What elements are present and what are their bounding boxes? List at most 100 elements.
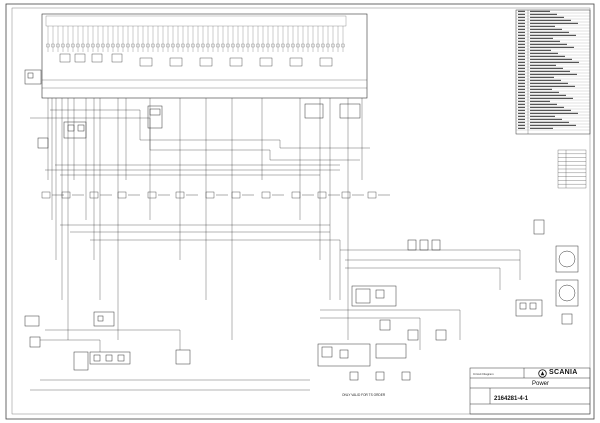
legend-row-code-mark: [518, 118, 525, 120]
legend-row-code-mark: [518, 49, 525, 51]
bank-pin-terminal: [221, 43, 225, 48]
bank-pin-terminal: [216, 43, 220, 48]
bank-pin-terminal: [161, 43, 165, 48]
legend-row-code-mark: [518, 19, 525, 21]
scania-logo: SCANIA: [538, 369, 590, 378]
legend-row-code-mark: [518, 61, 525, 63]
fuse-row: [41, 191, 390, 199]
legend-row-text-mark: [530, 16, 564, 18]
center-modules: [317, 239, 447, 381]
fuse-holder: [147, 191, 157, 199]
legend-row-code-mark: [518, 76, 525, 78]
legend-row-text-mark: [530, 91, 559, 93]
legend-row-text-mark: [530, 73, 577, 75]
bank-pin-terminal: [316, 43, 320, 48]
bank-pin-terminal: [46, 43, 50, 48]
fuse-holder: [117, 191, 127, 199]
lower-left-components: [24, 311, 191, 371]
bank-pin-terminal: [226, 43, 230, 48]
legend-row-text-mark: [530, 34, 576, 36]
bank-pin-terminal: [196, 43, 200, 48]
fuse-holder: [341, 191, 351, 199]
bank-pin-terminal: [116, 43, 120, 48]
bank-pin-terminal: [131, 43, 135, 48]
legend-row-code-mark: [518, 82, 525, 84]
bank-pin-terminal: [156, 43, 160, 48]
legend-row-text-mark: [530, 25, 555, 27]
legend-row-text-mark: [530, 43, 567, 45]
diagram-title: Power: [532, 381, 550, 387]
main-connector-bank: [41, 13, 368, 99]
legend-row-text-mark: [530, 31, 569, 33]
legend-row-code-mark: [518, 124, 525, 126]
revision-table: [557, 149, 587, 189]
fuse-holder: [231, 191, 241, 199]
bank-pin-terminal: [121, 43, 125, 48]
bank-pin-terminal: [181, 43, 185, 48]
vertical-wires: [47, 98, 363, 340]
legend-row-text-mark: [530, 58, 572, 60]
legend-row-text-mark: [530, 61, 579, 63]
bank-pin-terminal: [336, 43, 340, 48]
legend-row-code-mark: [518, 127, 525, 129]
bank-pin-terminal: [76, 43, 80, 48]
fuse-holder: [205, 191, 215, 199]
bank-pin-terminal: [326, 43, 330, 48]
brand-name: SCANIA: [549, 369, 578, 376]
legend-row-text-mark: [530, 100, 550, 102]
legend-row-text-mark: [530, 10, 550, 12]
legend-row-text-mark: [530, 124, 576, 126]
legend-row-code-mark: [518, 106, 525, 108]
fuse-holder: [367, 191, 377, 199]
legend-row-code-mark: [518, 85, 525, 87]
legend-row-text-mark: [530, 46, 574, 48]
legend-row-code-mark: [518, 16, 525, 18]
legend-row-code-mark: [518, 94, 525, 96]
legend-row-code-mark: [518, 10, 525, 12]
bank-pin-terminal: [71, 43, 75, 48]
legend-row-text-mark: [530, 13, 557, 15]
legend-row-code-mark: [518, 40, 525, 42]
legend-row-code-mark: [518, 28, 525, 30]
bank-pin-terminal: [126, 43, 130, 48]
legend-row-code-mark: [518, 31, 525, 33]
legend-row-code-mark: [518, 43, 525, 45]
legend-row-text-mark: [530, 64, 556, 66]
title-block-frame: [469, 367, 591, 415]
legend-row-code-mark: [518, 34, 525, 36]
legend-row-text-mark: [530, 109, 571, 111]
bank-pin-terminal: [276, 43, 280, 48]
legend-row-code-mark: [518, 37, 525, 39]
bank-pin-terminal: [61, 43, 65, 48]
diagram-type-label: Circuit Diagram: [473, 372, 494, 376]
legend-row-code-mark: [518, 103, 525, 105]
right-components: [515, 219, 579, 325]
bank-pin-terminal: [256, 43, 260, 48]
legend-row-text-mark: [530, 103, 557, 105]
bank-pin-terminal: [246, 43, 250, 48]
legend-row-text-mark: [530, 85, 575, 87]
bank-pin-terminal: [321, 43, 325, 48]
legend-row-text-mark: [530, 97, 573, 99]
legend-row-text-mark: [530, 82, 568, 84]
left-relay-blocks: [24, 69, 361, 149]
bank-pin-terminal: [261, 43, 265, 48]
legend-row-code-mark: [518, 115, 525, 117]
bank-pin-terminal: [201, 43, 205, 48]
bank-pin-terminal: [151, 43, 155, 48]
bank-pin-terminal: [341, 43, 345, 48]
bank-pin-terminal: [51, 43, 55, 48]
fuse-holder: [291, 191, 301, 199]
legend-row-text-mark: [530, 55, 565, 57]
bank-pin-terminal: [136, 43, 140, 48]
legend-row-text-mark: [530, 79, 561, 81]
bank-pin-terminal: [146, 43, 150, 48]
legend-row-code-mark: [518, 67, 525, 69]
bank-pin-terminal: [281, 43, 285, 48]
bank-pin-terminal: [306, 43, 310, 48]
bank-pin-terminal: [301, 43, 305, 48]
inner-frame: [11, 7, 591, 415]
legend-row-code-mark: [518, 109, 525, 111]
legend-row-code-mark: [518, 52, 525, 54]
bank-pin-terminal: [286, 43, 290, 48]
